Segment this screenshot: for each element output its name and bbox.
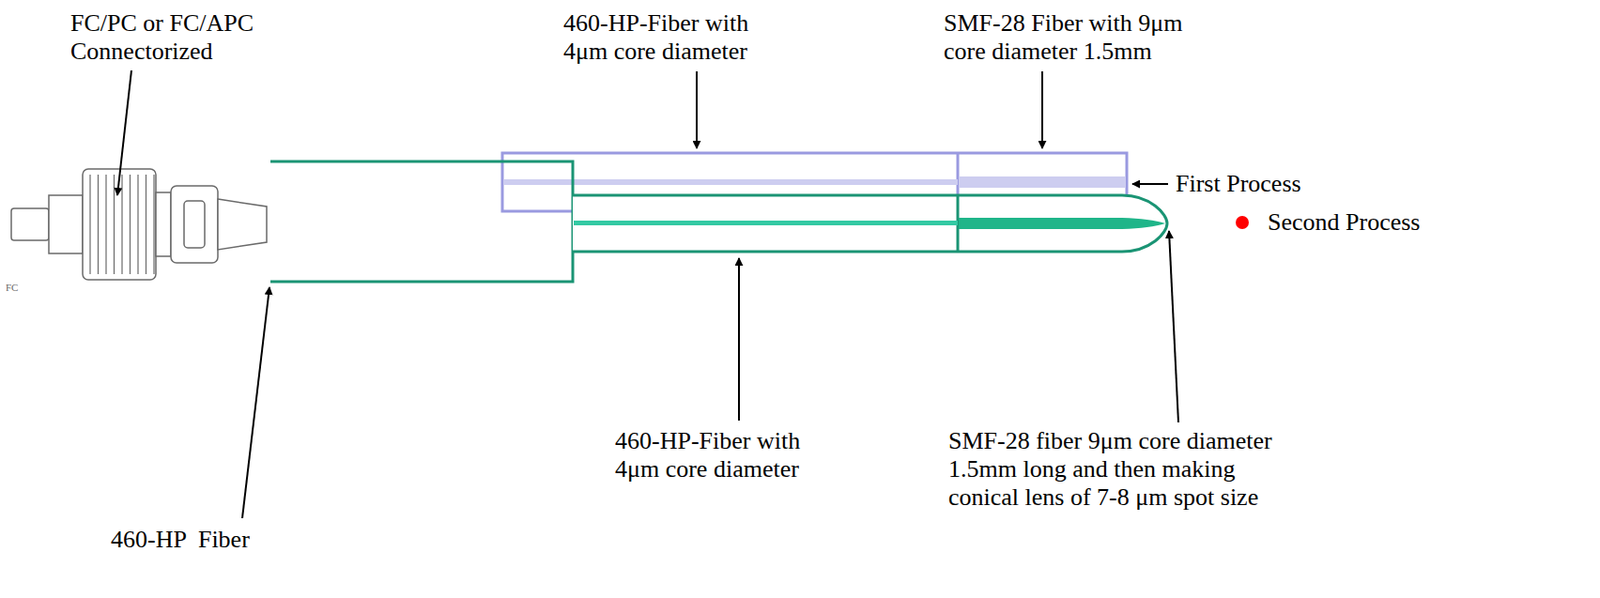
fiber-label: 460-HP Fiber — [110, 525, 250, 554]
connector-neck — [155, 192, 171, 257]
knurl-line — [153, 174, 154, 275]
fiber-label: 460-HP-Fiber with 4μm core diameter — [615, 427, 831, 484]
knurl-line — [121, 174, 123, 275]
fiber-label: 460-HP-Fiber with 4μm core diameter — [563, 9, 780, 66]
leader-arrow — [1041, 71, 1044, 149]
fiber-cladding — [572, 195, 1168, 252]
leader-arrow — [1169, 230, 1179, 423]
fiber-label: SMF-28 Fiber with 9μm core diameter 1.5m… — [943, 9, 1207, 66]
knurl-line — [113, 174, 115, 275]
ferrule — [11, 208, 49, 241]
bullet-dot — [1235, 215, 1249, 230]
leader-arrow — [1132, 183, 1169, 185]
process-label: Second Process — [1267, 208, 1420, 237]
leader-arrow — [242, 287, 270, 519]
leader-arrow — [738, 258, 740, 421]
knurl-line — [89, 174, 91, 275]
leader-arrow — [117, 70, 132, 196]
conical-lens-core — [958, 217, 1166, 230]
knurl-line — [145, 174, 147, 275]
knurl-line — [97, 174, 99, 275]
connector-label: FC/PC or FC/APC Connectorized — [70, 9, 273, 66]
connector-mark: FC — [5, 281, 18, 294]
process-label: First Process — [1175, 169, 1302, 199]
lens-label: SMF-28 fiber 9μm core diameter 1.5mm lon… — [948, 427, 1296, 512]
knurl-line — [137, 174, 139, 275]
fiber-core-4um — [573, 220, 958, 226]
knurling — [90, 174, 154, 275]
fiber-jacket — [270, 161, 573, 282]
knurl-line — [105, 174, 107, 275]
connector-key — [48, 195, 83, 254]
fiber-core-9um — [958, 176, 1125, 188]
fc-connector — [11, 169, 267, 280]
knurl-line — [129, 174, 131, 275]
leader-arrow — [695, 71, 698, 149]
hex-nut — [170, 185, 218, 263]
hex-face — [184, 200, 205, 248]
strain-boot — [217, 199, 267, 250]
second-process-fiber — [270, 161, 1168, 282]
